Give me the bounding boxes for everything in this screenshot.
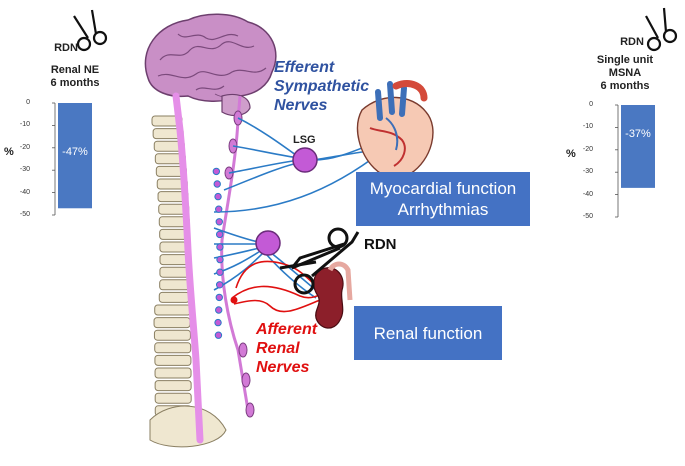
spinal-ganglia	[212, 167, 224, 339]
myocardial-line1: Myocardial function	[369, 179, 517, 198]
vertebra	[159, 279, 191, 291]
tick-label: 0	[589, 101, 593, 108]
vertebra	[154, 304, 192, 316]
vertebra	[154, 354, 192, 366]
afferent-line1: Afferent	[256, 321, 318, 338]
right-title-line3: 6 months	[600, 80, 650, 92]
ganglion-dot	[214, 318, 222, 327]
ganglion-dot	[215, 281, 224, 289]
right-bar-value-label: -37%	[625, 128, 651, 140]
efferent-line3: Nerves	[274, 97, 328, 114]
left-axis-symbol: %	[4, 146, 14, 158]
right-axis-symbol: %	[566, 148, 576, 160]
left-bar-chart	[52, 102, 92, 216]
ganglion-dot	[214, 192, 222, 201]
ganglion-dot	[215, 230, 224, 239]
tick-label: -50	[19, 211, 30, 218]
bar	[621, 105, 655, 188]
kidney-icon	[313, 261, 353, 329]
tick-label: -20	[19, 143, 30, 151]
scissors-icon	[73, 9, 108, 52]
tick-label: -40	[582, 190, 593, 198]
ganglion-dot	[216, 243, 224, 251]
left-bar-value-label: -47%	[62, 146, 88, 158]
ganglion-dot	[215, 306, 223, 314]
left-title-line2: 6 months	[50, 77, 100, 89]
vertebra	[154, 342, 192, 354]
ganglion-dot	[216, 268, 224, 276]
afferent-line3: Nerves	[256, 359, 310, 376]
left-panel-title: Renal NE 6 months	[30, 64, 120, 90]
ganglion-dot	[215, 218, 223, 226]
sympathetic-chain	[220, 95, 255, 418]
brain-icon	[144, 13, 277, 117]
vertebra	[159, 266, 191, 278]
scissors-icon	[279, 227, 360, 295]
vertebra	[153, 329, 191, 341]
ganglion-dot	[212, 167, 221, 176]
afferent-line2: Renal	[256, 340, 300, 357]
left-title-line1: Renal NE	[50, 64, 100, 76]
efferent-sympathetic-label: Efferent Sympathetic Nerves	[274, 58, 394, 115]
ganglion-dot	[215, 293, 223, 302]
lsg-ganglion	[292, 147, 318, 173]
lsg-label: LSG	[293, 134, 316, 146]
spine-vertebrae	[149, 115, 227, 448]
tick-label: 0	[26, 99, 30, 106]
vertebra	[158, 291, 190, 303]
vertebra	[154, 380, 192, 392]
ganglion-dot	[215, 205, 223, 213]
right-title-line1: Single unit	[596, 54, 654, 66]
tick-label: -30	[19, 166, 30, 174]
myocardial-function-box: Myocardial function Arrhythmias	[356, 172, 530, 226]
vertebra	[154, 367, 192, 379]
right-bar-chart	[615, 104, 655, 218]
scissors-icon	[645, 7, 678, 52]
renal-ganglion	[255, 230, 281, 256]
tick-label: -40	[19, 188, 30, 196]
right-panel-title: Single unit MSNA 6 months	[580, 54, 670, 93]
tick-label: -30	[582, 168, 593, 176]
right-title-line2: MSNA	[608, 67, 642, 79]
efferent-line2: Sympathetic	[274, 78, 370, 95]
ganglion-dot	[216, 255, 224, 264]
renal-function-label: Renal function	[373, 323, 483, 343]
afferent-renal-label: Afferent Renal Nerves	[256, 320, 356, 377]
renal-function-box: Renal function	[354, 306, 502, 360]
bar	[58, 103, 92, 209]
rdn-label: RDN	[364, 236, 397, 253]
vertebra	[154, 392, 192, 404]
sacrum	[149, 405, 227, 448]
tick-label: -10	[19, 121, 30, 129]
ganglion-dot	[214, 331, 223, 339]
efferent-line1: Efferent	[274, 59, 335, 76]
tick-label: -20	[582, 145, 593, 153]
right-rdn-label: RDN	[620, 36, 644, 48]
ganglion-dot	[213, 180, 221, 188]
tick-label: -10	[582, 123, 593, 131]
heart-icon	[356, 80, 434, 179]
myocardial-line2: Arrhythmias	[397, 200, 489, 219]
left-rdn-label: RDN	[54, 42, 78, 54]
spinal-cord	[172, 92, 204, 444]
tick-label: -50	[582, 213, 593, 220]
vertebra	[153, 317, 191, 329]
